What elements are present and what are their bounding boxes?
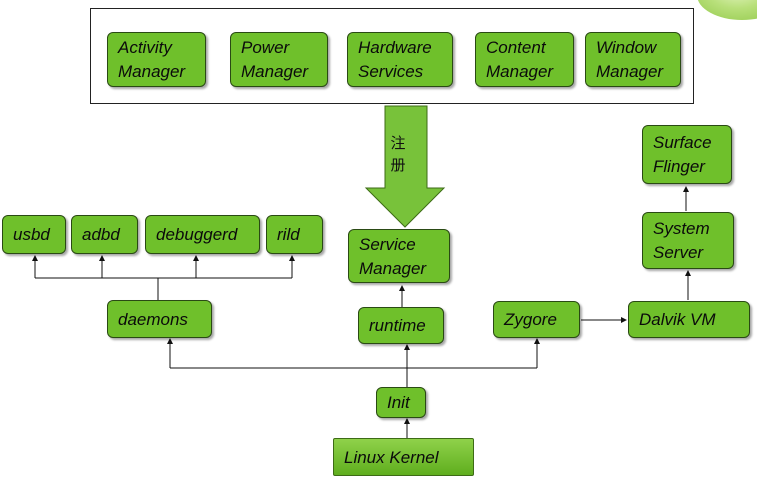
service-manager-box: Service Manager	[348, 229, 450, 283]
register-label: 注 册	[390, 134, 406, 174]
hardware-services-box: Hardware Services	[347, 32, 453, 87]
surface-flinger-box: Surface Flinger	[642, 125, 732, 184]
window-manager-box: Window Manager	[585, 32, 681, 87]
register-arrow	[364, 105, 446, 228]
adbd-box: adbd	[71, 215, 138, 254]
system-server-box: System Server	[642, 212, 734, 269]
daemons-box: daemons	[107, 300, 212, 338]
init-box: Init	[376, 387, 426, 418]
dalvik-vm-box: Dalvik VM	[628, 301, 750, 338]
runtime-box: runtime	[358, 307, 444, 344]
content-manager-box: Content Manager	[475, 32, 574, 87]
power-manager-box: Power Manager	[230, 32, 328, 87]
usbd-box: usbd	[2, 215, 66, 254]
zygore-box: Zygore	[493, 301, 580, 338]
debuggerd-box: debuggerd	[145, 215, 260, 254]
activity-manager-box: Activity Manager	[107, 32, 206, 87]
rild-box: rild	[266, 215, 323, 254]
linux-kernel-box: Linux Kernel	[333, 438, 474, 476]
